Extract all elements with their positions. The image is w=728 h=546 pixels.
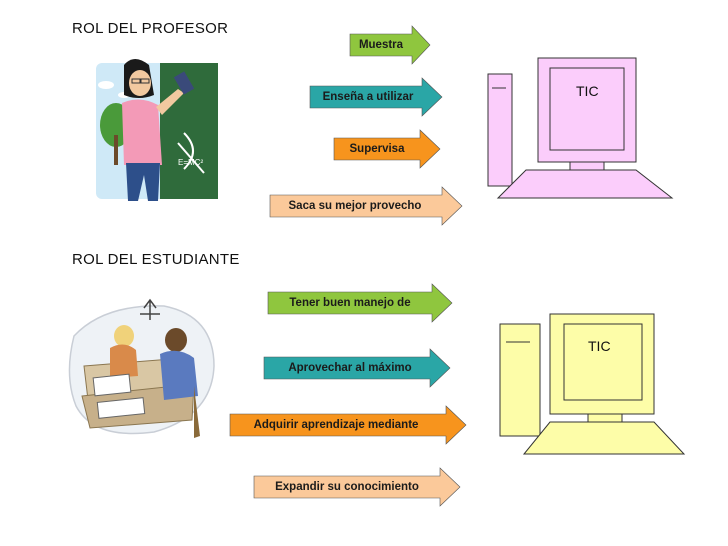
teacher-illustration: E=MC² bbox=[94, 55, 220, 201]
computer-tic-profesor: TIC bbox=[486, 56, 674, 202]
arrow-label: Adquirir aprendizaje mediante bbox=[253, 419, 419, 431]
arrow-shape bbox=[309, 77, 443, 117]
computer-icon: TIC bbox=[499, 313, 686, 455]
heading-rol-profesor: ROL DEL PROFESOR bbox=[72, 20, 229, 37]
tic-label: TIC bbox=[576, 83, 599, 99]
arrow-aprovechar-maximo: Aprovechar al máximo bbox=[263, 348, 451, 388]
arrow-label: Aprovechar al máximo bbox=[288, 362, 412, 374]
arrow-muestra: Muestra bbox=[349, 25, 431, 65]
arrow-shape bbox=[349, 25, 431, 65]
arrow-shape bbox=[269, 186, 463, 226]
students-illustration bbox=[64, 296, 220, 440]
svg-text:E=MC²: E=MC² bbox=[178, 158, 203, 167]
arrow-label: Saca su mejor provecho bbox=[288, 200, 422, 212]
tic-label: TIC bbox=[588, 338, 611, 354]
arrow-tener-buen-manejo: Tener buen manejo de bbox=[267, 283, 453, 323]
arrow-supervisa: Supervisa bbox=[333, 129, 441, 169]
arrow-label: Tener buen manejo de bbox=[289, 297, 411, 309]
heading-rol-estudiante: ROL DEL ESTUDIANTE bbox=[72, 251, 240, 268]
arrow-label: Supervisa bbox=[349, 143, 405, 155]
arrow-adquirir-aprendizaje: Adquirir aprendizaje mediante bbox=[229, 405, 467, 445]
arrow-label: Expandir su conocimiento bbox=[275, 481, 419, 493]
arrow-shape bbox=[333, 129, 441, 169]
arrow-shape bbox=[267, 283, 453, 323]
arrow-shape bbox=[263, 348, 451, 388]
arrow-shape bbox=[253, 467, 461, 507]
arrow-label: Muestra bbox=[358, 39, 404, 51]
arrow-ensena-utilizar: Enseña a utilizar bbox=[309, 77, 443, 117]
arrow-saca-mejor-provecho: Saca su mejor provecho bbox=[269, 186, 463, 226]
arrow-label: Enseña a utilizar bbox=[322, 91, 414, 103]
arrow-shape bbox=[229, 405, 467, 445]
computer-tic-estudiante: TIC bbox=[498, 312, 686, 460]
computer-icon: TIC bbox=[487, 57, 674, 199]
arrow-expandir-conocimiento: Expandir su conocimiento bbox=[253, 467, 461, 507]
